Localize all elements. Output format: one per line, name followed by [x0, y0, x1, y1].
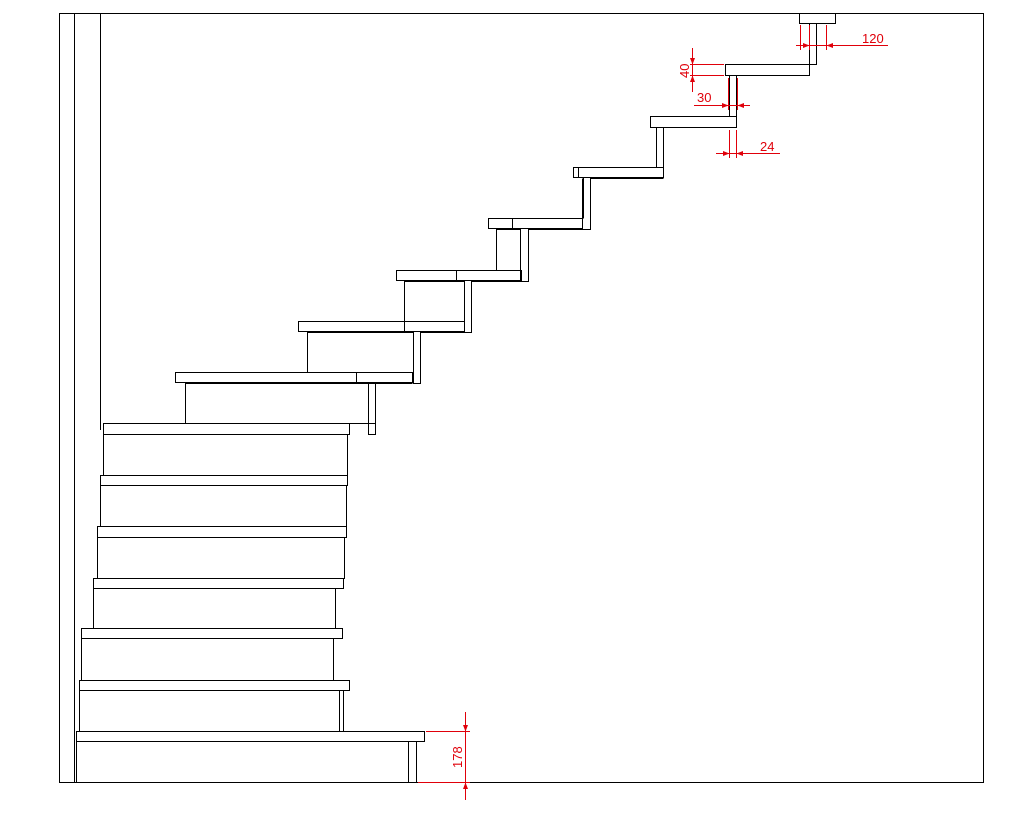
- wall: [74, 13, 101, 783]
- dimension-tread-thickness: 40: [677, 48, 724, 92]
- dim-label-top-overhang: 120: [862, 31, 884, 46]
- dim-label-stringer-thickness: 24: [760, 139, 774, 154]
- dim-label-tread-thickness: 40: [677, 64, 692, 78]
- dimension-top-overhang: 120: [796, 25, 888, 50]
- drawing-border: [59, 13, 984, 783]
- dimension-stringer-thickness: 24: [716, 130, 780, 158]
- lower-solid-steps: [76, 423, 425, 783]
- dimension-riser-height: 178: [418, 712, 470, 800]
- dimension-tread-setback: 30: [694, 78, 750, 110]
- dim-label-tread-setback: 30: [697, 90, 711, 105]
- upper-floating-treads: [175, 13, 836, 435]
- dim-label-riser-height: 178: [450, 746, 465, 768]
